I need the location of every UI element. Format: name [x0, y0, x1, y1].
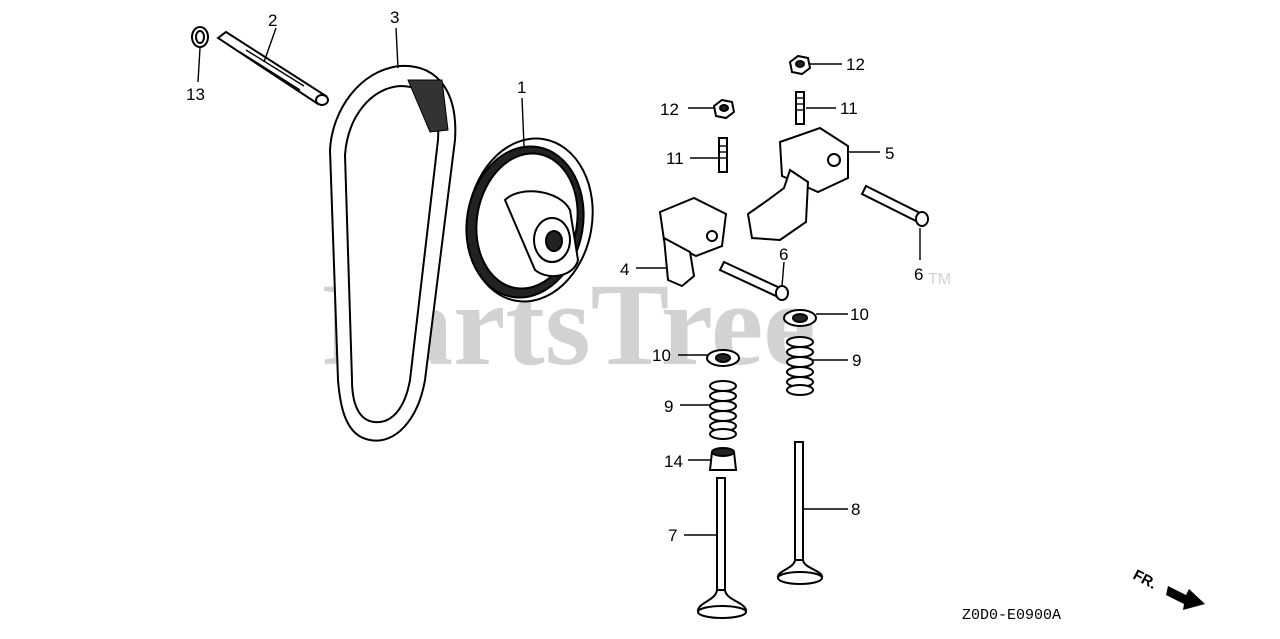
timing-belt-part[interactable] — [328, 64, 457, 442]
retainer-part-left[interactable] — [706, 349, 740, 367]
callout-1[interactable]: 1 — [517, 78, 526, 97]
callout-4[interactable]: 4 — [620, 260, 629, 279]
callout-6-right[interactable]: 6 — [914, 265, 923, 284]
callout-11-upper[interactable]: 11 — [840, 99, 858, 118]
callout-12-lower[interactable]: 12 — [660, 100, 679, 119]
o-ring-part[interactable] — [191, 26, 209, 48]
callout-9-left[interactable]: 9 — [664, 397, 673, 416]
callout-13[interactable]: 13 — [186, 85, 205, 104]
callout-8[interactable]: 8 — [851, 500, 860, 519]
callout-7[interactable]: 7 — [668, 526, 677, 545]
adjusting-screw-part-lower[interactable] — [718, 137, 728, 173]
rocker-arm-part-4[interactable] — [658, 196, 728, 288]
camshaft-pulley-part[interactable] — [455, 128, 606, 311]
callout-2[interactable]: 2 — [268, 11, 277, 30]
shaft-part[interactable] — [216, 30, 329, 106]
intake-valve-part[interactable] — [696, 477, 748, 619]
callout-6-left[interactable]: 6 — [779, 245, 788, 264]
rocker-arm-part-5[interactable] — [746, 126, 849, 242]
front-direction-label: FR. — [1130, 567, 1159, 593]
rocker-shaft-part-right[interactable] — [860, 184, 929, 227]
exhaust-valve-part[interactable] — [776, 441, 824, 585]
callout-11-lower[interactable]: 11 — [666, 149, 684, 168]
retainer-part-right[interactable] — [783, 309, 817, 327]
nut-part-upper[interactable] — [788, 54, 812, 76]
callout-3[interactable]: 3 — [390, 8, 399, 27]
callout-12-upper[interactable]: 12 — [846, 55, 865, 74]
watermark-trademark: TM — [928, 271, 951, 288]
callout-10-left[interactable]: 10 — [652, 346, 671, 365]
callout-10-right[interactable]: 10 — [850, 305, 869, 324]
valve-spring-part-left[interactable] — [709, 380, 737, 440]
callout-14[interactable]: 14 — [664, 452, 683, 471]
diagram-code: Z0D0-E0900A — [962, 607, 1061, 624]
front-direction-arrow-icon — [1166, 586, 1205, 610]
nut-part-lower[interactable] — [712, 98, 736, 120]
callout-5[interactable]: 5 — [885, 144, 894, 163]
valve-spring-part-right[interactable] — [786, 336, 814, 396]
stem-seal-part[interactable] — [708, 447, 738, 471]
front-direction-indicator: FR. — [1130, 567, 1205, 610]
adjusting-screw-part-upper[interactable] — [795, 91, 805, 125]
callout-9-right[interactable]: 9 — [852, 351, 861, 370]
